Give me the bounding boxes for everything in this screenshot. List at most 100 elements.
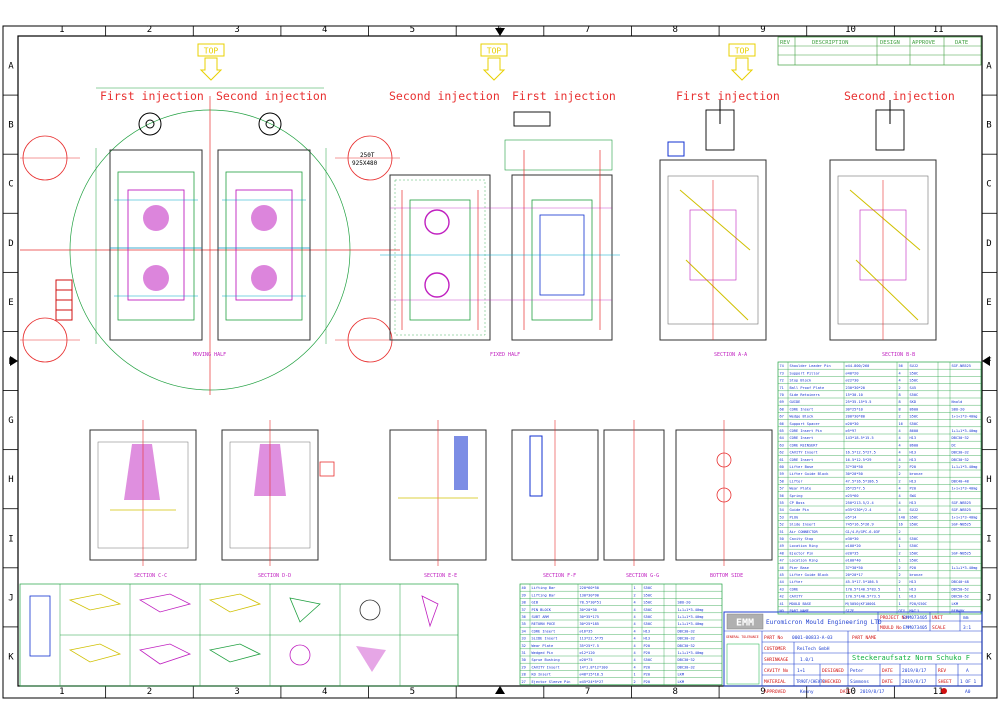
- table-cell: MAT'L: [910, 609, 921, 613]
- table-cell: 4: [899, 487, 901, 491]
- checked-date: 2019/8/17: [902, 679, 927, 685]
- frame-col-label: 2: [147, 687, 152, 697]
- table-cell: P20: [644, 680, 651, 684]
- table-cell: 745*16.5*26.9: [846, 523, 874, 527]
- table-cell: ∅100*40: [846, 559, 861, 563]
- table-cell: H13: [644, 637, 651, 641]
- table-cell: 1+1+1*3-40mg: [678, 651, 704, 655]
- table-cell: ∅22*30: [846, 379, 859, 383]
- table-cell: DBC30~32: [952, 451, 969, 455]
- table-cell: 56: [899, 364, 903, 368]
- approved-date-label: DATE: [840, 689, 851, 695]
- table-cell: 2: [899, 415, 901, 419]
- table-cell: DBC30~32: [678, 629, 695, 633]
- table-cell: 2: [899, 472, 901, 476]
- top-marker-2: TOP: [480, 43, 508, 81]
- table-cell: 33: [522, 637, 526, 641]
- table-cell: 4: [634, 608, 636, 612]
- table-cell: 71: [780, 386, 784, 390]
- table-cell: DBC30~32: [952, 436, 969, 440]
- table-cell: DBC30~32: [678, 644, 695, 648]
- table-cell: 53: [780, 515, 784, 519]
- table-cell: 34: [522, 629, 526, 633]
- rev: A: [966, 668, 969, 674]
- table-cell: 4: [899, 501, 901, 505]
- table-cell: REMARK: [952, 609, 966, 613]
- table-cell: H13: [910, 580, 917, 584]
- table-cell: SIZE: [846, 609, 855, 613]
- projection-symbol-icon: [941, 688, 947, 694]
- svg-text:TOP: TOP: [735, 47, 750, 56]
- frame-col-label: 3: [234, 25, 239, 35]
- section-gg-view: [603, 420, 665, 566]
- table-cell: 36: [522, 615, 526, 619]
- table-cell: 15*30-10: [846, 393, 863, 397]
- table-cell: 2: [899, 479, 901, 483]
- table-cell: S45: [910, 386, 917, 390]
- table-cell: CORE Insert: [790, 436, 814, 440]
- table-cell: 27: [522, 680, 526, 684]
- table-cell: CP Boss: [790, 501, 805, 505]
- designed-label: DESIGNED: [822, 668, 844, 674]
- table-cell: 8: [899, 407, 901, 411]
- table-cell: ∅44-800/260: [846, 364, 870, 368]
- table-cell: 2: [899, 465, 901, 469]
- frame-col-label: 3: [234, 687, 239, 697]
- shrinkage: 1.0/1: [800, 657, 814, 663]
- table-cell: 230*30*20: [846, 386, 865, 390]
- table-cell: 59: [780, 472, 784, 476]
- table-cell: 72: [780, 379, 784, 383]
- table-cell: 16.5*12.5*29: [846, 458, 872, 462]
- table-cell: 45: [780, 573, 784, 577]
- table-cell: CORE Insert Pin: [790, 429, 822, 433]
- designed-date: 2019/8/17: [902, 668, 927, 674]
- company-logo: EMM: [736, 618, 754, 629]
- table-cell: Ejector Sleeve Pin: [532, 680, 571, 684]
- table-cell: Pier Base: [790, 566, 809, 570]
- table-cell: 1: [899, 602, 901, 606]
- table-cell: 42: [780, 595, 784, 599]
- frame-col-label: 2: [147, 25, 152, 35]
- table-cell: 1+1+1*3-40mg: [678, 608, 704, 612]
- table-cell: 4: [899, 508, 901, 512]
- frame-row-label: C: [986, 180, 991, 190]
- table-cell: 52: [780, 523, 784, 527]
- caption-moving-half: MOVING HALF: [193, 352, 226, 358]
- table-cell: DBC30~32: [678, 637, 695, 641]
- table-cell: 130*30*90: [580, 593, 599, 597]
- table-cell: CAVITY: [790, 595, 804, 599]
- designed-date-label: DATE: [882, 668, 893, 674]
- company-name: Euromicron Mould Engineering LTD: [766, 619, 882, 626]
- table-cell: DBC40~48: [952, 479, 969, 483]
- table-cell: S50C: [910, 393, 919, 397]
- table-cell: S50C: [910, 515, 919, 519]
- table-cell: 2: [634, 593, 636, 597]
- table-cell: 8: [899, 400, 901, 404]
- table-cell: MOULD BASE: [790, 602, 812, 606]
- table-cell: 4: [634, 651, 636, 655]
- caption-section-ff: SECTION F-F: [543, 573, 576, 579]
- frame-col-label: 7: [585, 687, 590, 697]
- table-cell: 69: [780, 400, 784, 404]
- table-cell: 30*25*185: [580, 622, 599, 626]
- center-mark-left: [10, 356, 18, 366]
- table-cell: 35*25*7.5: [846, 487, 865, 491]
- caption-section-aa: SECTION A-A: [714, 352, 747, 358]
- frame-row-label: K: [8, 652, 14, 662]
- customer-label: CUSTOMER: [764, 646, 786, 652]
- table-cell: PLUG: [790, 515, 799, 519]
- table-cell: Shoulder Leader Pin: [790, 364, 831, 368]
- table-cell: H13: [910, 451, 917, 455]
- table-cell: 35*25*7.5: [580, 644, 599, 648]
